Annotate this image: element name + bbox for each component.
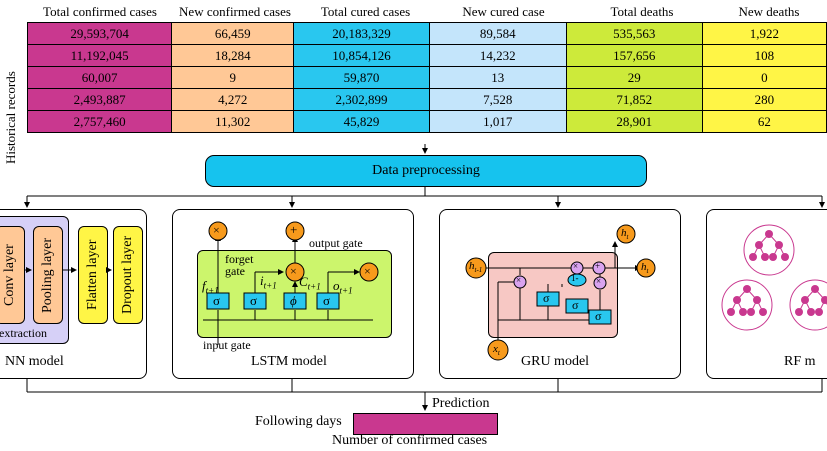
tree-1 — [743, 224, 795, 276]
one-minus-label: 1- — [571, 273, 579, 283]
gru-mult-sym: × — [573, 261, 579, 271]
gru-diagram — [465, 224, 656, 361]
forget-gate-label: forget gate — [225, 252, 254, 278]
gru-sigma-label: σ — [572, 298, 579, 312]
input-sigma-box — [243, 292, 267, 310]
rf-model-label: RF m — [784, 354, 816, 369]
header-total-confirmed: Total confirmed cases — [43, 4, 157, 19]
tree-2 — [721, 279, 773, 331]
lstm-sym: + — [290, 222, 298, 237]
cnn-extraction-label: extraction — [0, 326, 47, 340]
lstm-sym: × — [364, 264, 371, 278]
gru-sigma-box-1 — [536, 291, 560, 307]
confirmed-cases-label: Number of confirmed cases — [332, 433, 488, 448]
lstm-sym: × — [290, 264, 297, 278]
reset-multiply-node — [513, 275, 527, 289]
gru-panel: σ σ σ 1- ht-1 ht ht xt × × + × — [439, 209, 681, 379]
h-out-node-right — [636, 258, 656, 278]
candidate-phi-box — [283, 292, 307, 310]
output-gate-label: output gate — [309, 236, 363, 250]
gru-mult-sym: × — [596, 276, 602, 286]
prediction-label: Prediction — [432, 396, 490, 411]
h-prev-node — [465, 257, 487, 279]
add-node — [592, 261, 606, 275]
lstm-panel: × + × × σ σ ϕ σ forget gate output gate … — [172, 209, 414, 379]
gru-sigma-box-3 — [588, 309, 612, 325]
output-sigma-box — [316, 292, 340, 310]
gru-sigma-box-2 — [565, 298, 589, 314]
h-out-label: ht — [641, 261, 649, 276]
sigma-label: σ — [323, 293, 331, 308]
tree-3 — [789, 279, 827, 331]
h-out-node-top — [616, 224, 636, 244]
rf-panel — [706, 209, 827, 379]
candidate-multiply-node — [593, 276, 607, 290]
forget-multiply-node — [208, 221, 228, 241]
lstm-model-label: LSTM model — [251, 354, 327, 369]
gru-plus-sym: + — [595, 261, 601, 271]
h-out-label: ht — [621, 227, 629, 242]
i-label: it+1 — [260, 273, 277, 291]
rf-trees — [721, 224, 827, 331]
input-multiply-node — [285, 262, 305, 282]
sigma-label: σ — [250, 293, 258, 308]
prediction-output-box — [353, 413, 498, 435]
h-prev-label: ht-1 — [469, 260, 483, 275]
add-node — [285, 221, 305, 241]
header-total-deaths: Total deaths — [610, 4, 674, 19]
gru-sigma-label: σ — [543, 291, 550, 305]
sigma-label: σ — [213, 293, 221, 308]
x-label: xt — [493, 343, 500, 358]
output-multiply-node — [359, 262, 379, 282]
cnn-panel: Conv layer Pooling layer Flatten layer D… — [0, 209, 147, 379]
header-new-confirmed: New confirmed cases — [179, 4, 291, 19]
gru-sigma-label: σ — [595, 309, 602, 323]
gru-model-label: GRU model — [521, 354, 590, 369]
one-minus-node — [567, 273, 587, 287]
cnn-model-label: NN model — [5, 354, 64, 369]
lstm-sym: × — [213, 223, 220, 237]
o-label: ot+1 — [333, 278, 353, 296]
data-preprocessing-box: Data preprocessing — [205, 155, 647, 187]
header-total-cured: Total cured cases — [320, 4, 411, 19]
input-gate-label: input gate — [203, 338, 251, 352]
phi-label: ϕ — [290, 293, 297, 308]
lstm-diagram — [203, 221, 379, 345]
cnn-arrows — [24, 267, 112, 273]
x-input-node — [487, 339, 509, 361]
f-label: ft+1 — [202, 278, 219, 296]
gru-mult-sym: × — [516, 275, 522, 285]
following-days-label: Following days — [255, 414, 342, 429]
forget-sigma-box — [206, 292, 230, 310]
c-label: Ct+1 — [299, 274, 321, 292]
header-new-cured: New cured case — [462, 4, 545, 19]
header-new-deaths: New deaths — [738, 4, 800, 19]
